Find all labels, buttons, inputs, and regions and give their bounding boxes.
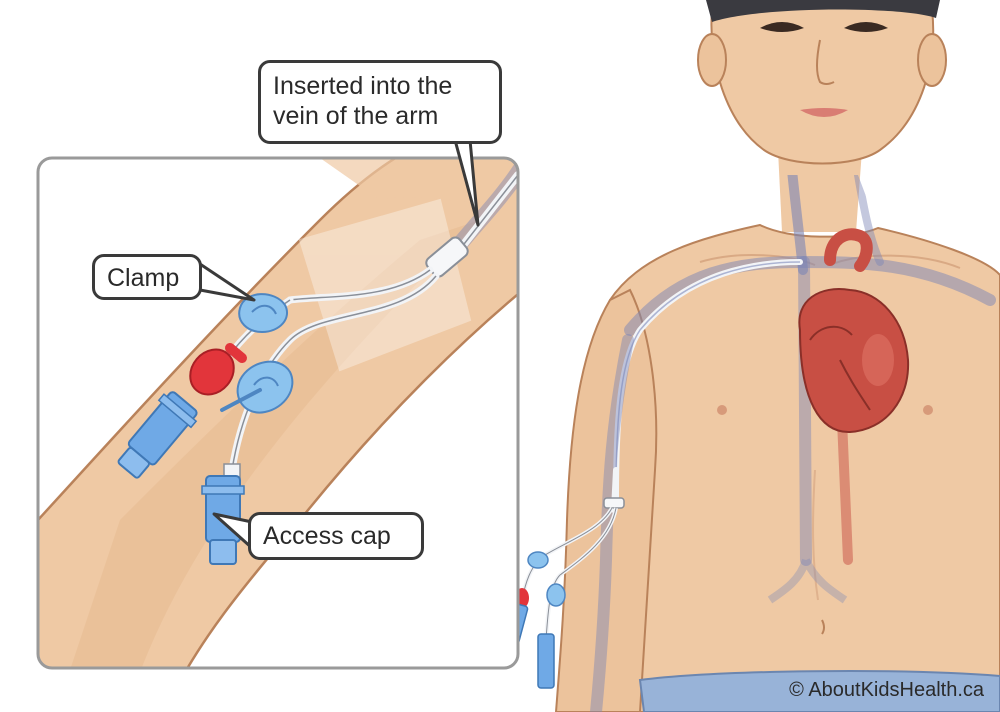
inset-panel: [36, 156, 520, 670]
nipple-left: [717, 405, 727, 415]
callout-vein-line-2: vein of the arm: [273, 102, 439, 130]
nose: [816, 39, 835, 85]
hair: [706, 0, 940, 22]
nipple-right: [923, 405, 933, 415]
clamp-icon-2: [220, 360, 294, 414]
navel: [821, 619, 825, 635]
red-valve: [189, 343, 247, 396]
callout-vein-line-1: Inserted into the: [273, 72, 453, 100]
dressing-tape: [298, 198, 472, 372]
clamp-icon-1: [238, 293, 288, 334]
arm-vein: [590, 334, 634, 712]
small-clamp-icon-1: [527, 551, 549, 569]
eye-right: [844, 22, 888, 32]
callout-access-cap: Access cap: [248, 512, 424, 560]
abdomen-line: [812, 469, 819, 601]
small-access-cap-2: [537, 633, 555, 689]
ear-right: [917, 33, 947, 87]
eye-left: [760, 22, 804, 32]
small-clamp-icon-2: [546, 583, 566, 607]
small-securement-hub: [603, 497, 625, 509]
ear-left: [697, 33, 727, 87]
mouth: [800, 108, 848, 117]
iliac-branches: [767, 558, 848, 604]
copyright-notice: © AboutKidsHealth.ca: [789, 679, 984, 701]
aorta-down: [837, 415, 853, 565]
access-cap-icon-1: [117, 391, 198, 479]
callout-inserted-into-vein: Inserted into the vein of the arm: [258, 60, 502, 144]
inset-border: [36, 156, 520, 670]
neck-artery: [854, 175, 884, 266]
callout-clamp: Clamp: [92, 254, 202, 300]
child-figure: [499, 0, 1000, 712]
head: [710, 0, 935, 165]
heart-icon: [798, 228, 910, 434]
